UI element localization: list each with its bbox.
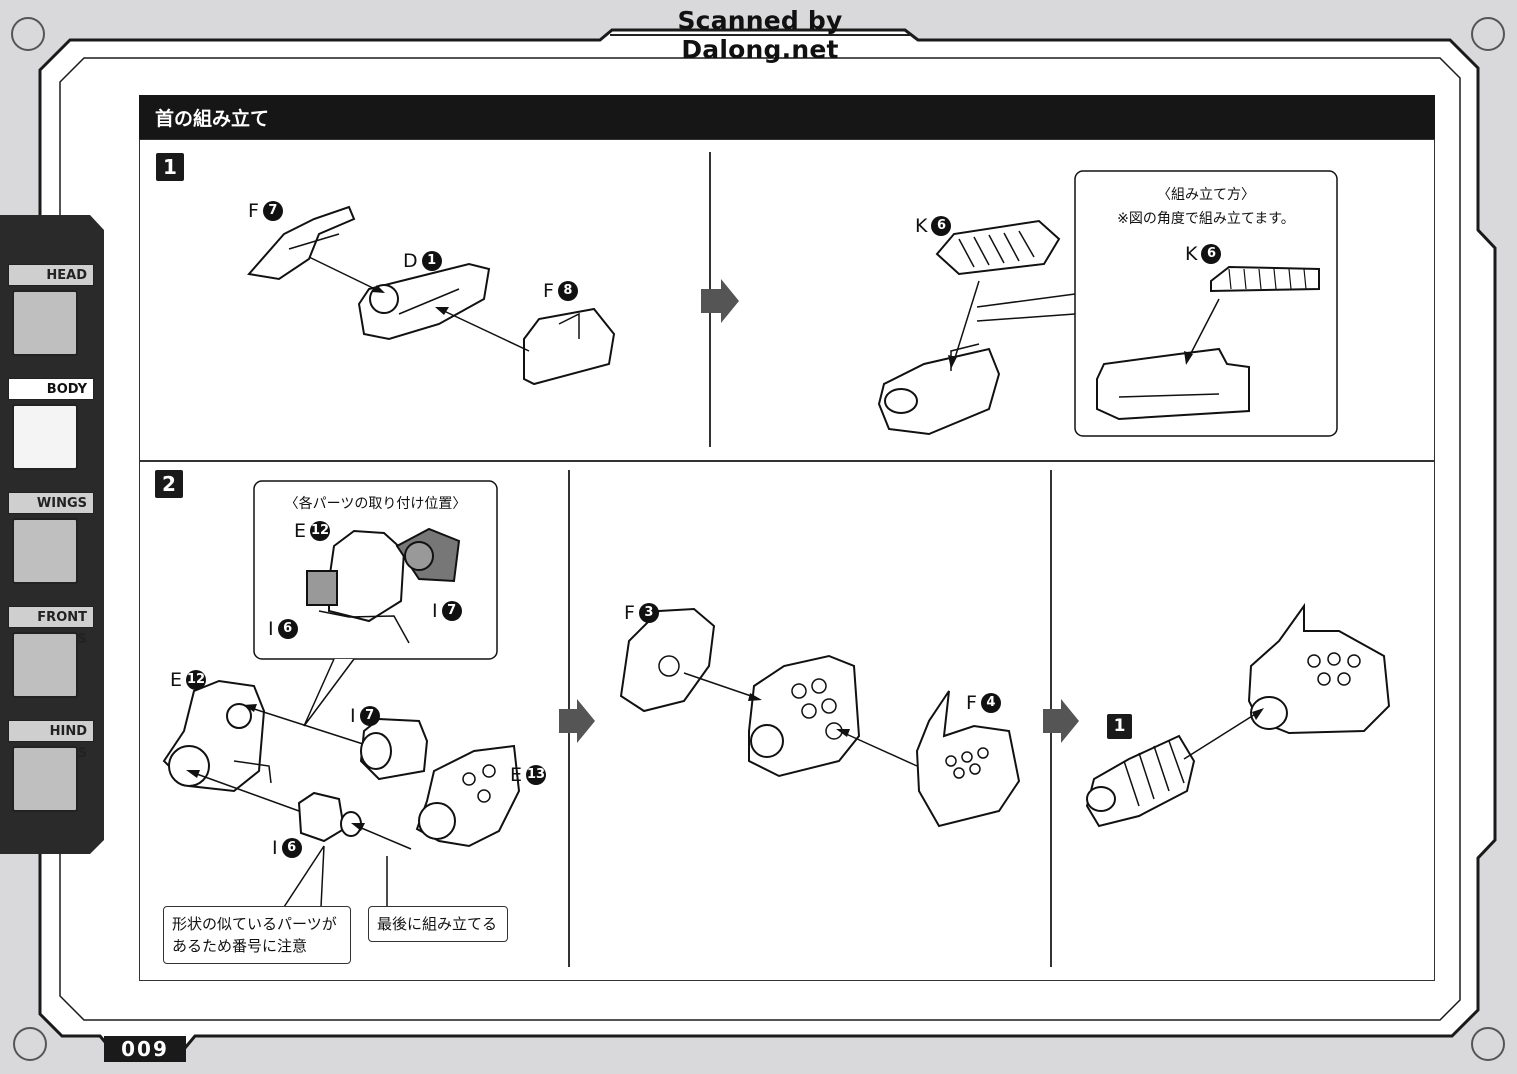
part-letter: E (294, 520, 307, 542)
step1-label-k6: K 6 (915, 215, 952, 237)
part-number: 6 (281, 838, 302, 858)
nav-tab-body[interactable]: BODY (8, 378, 94, 400)
step1-number: 1 (156, 153, 184, 181)
part-number: 1 (421, 251, 442, 271)
step2-number: 2 (155, 470, 183, 498)
part-letter: F (248, 200, 259, 222)
step2-label-e12-inset: E 12 (294, 520, 331, 542)
step1-callout-note: ※図の角度で組み立てます。 (1117, 211, 1295, 227)
section-title: 首の組み立て (155, 108, 270, 130)
step2-label-i6-inset: I 6 (268, 618, 298, 640)
step1-callout-title: 〈組み立て方〉 (1157, 187, 1255, 203)
step2-label-f4: F 4 (966, 692, 1001, 714)
part-letter: K (1185, 243, 1198, 265)
note-line-1: 形状の似ているパーツが (172, 915, 337, 933)
nav-thumb-wings[interactable] (12, 518, 78, 584)
part-letter: I (350, 705, 356, 727)
step2-note-assemble-last: 最後に組み立てる (368, 906, 508, 942)
step2-label-e12: E 12 (170, 669, 207, 691)
step2-label-i7-inset: I 7 (432, 600, 462, 622)
part-letter: F (624, 602, 635, 624)
part-letter: I (268, 618, 274, 640)
nav-tab-head[interactable]: HEAD (8, 264, 94, 286)
part-number: 12 (186, 670, 207, 690)
part-number: 12 (310, 521, 331, 541)
step2-label-f3: F 3 (624, 602, 659, 624)
nav-tab-wings[interactable]: WINGS (8, 492, 94, 514)
part-number: 6 (1201, 244, 1222, 264)
nav-tab-hind-legs[interactable]: HIND LEGS (8, 720, 94, 761)
part-number: 6 (931, 216, 952, 236)
nav-thumb-front-legs[interactable] (12, 632, 78, 698)
step1-label-f7: F 7 (248, 200, 283, 222)
nav-thumb-body[interactable] (12, 404, 78, 470)
part-number: 7 (359, 706, 380, 726)
watermark-text: Scanned by Dalong.net (677, 6, 843, 64)
step1-label-d1: D 1 (403, 250, 442, 272)
step2-drawing (162, 480, 1391, 908)
part-number: 7 (441, 601, 462, 621)
step2-final-ref: 1 (1107, 714, 1132, 739)
part-number: 8 (557, 281, 578, 301)
step2-label-i6: I 6 (272, 837, 302, 859)
part-letter: K (915, 215, 928, 237)
part-letter: I (432, 600, 438, 622)
step1-drawing (247, 170, 1338, 437)
nav-thumb-head[interactable] (12, 290, 78, 356)
part-letter: F (966, 692, 977, 714)
part-number: 6 (277, 619, 298, 639)
part-number: 3 (638, 603, 659, 623)
step1-label-f8: F 8 (543, 280, 578, 302)
watermark-underline (610, 34, 910, 36)
step1-label-k6-callout: K 6 (1185, 243, 1222, 265)
part-letter: D (403, 250, 418, 272)
page-number: 009 (104, 1036, 186, 1062)
step2-label-i7: I 7 (350, 705, 380, 727)
nav-thumb-hind-legs[interactable] (12, 746, 78, 812)
step2-callout-title: 〈各パーツの取り付け位置〉 (284, 496, 467, 512)
part-number: 7 (262, 201, 283, 221)
part-letter: E (510, 764, 523, 786)
part-number: 13 (526, 765, 547, 785)
section-title-bar: 首の組み立て (139, 95, 1435, 139)
note-line-2: あるため番号に注意 (172, 937, 308, 955)
part-letter: F (543, 280, 554, 302)
step2-note-similar-parts: 形状の似ているパーツが あるため番号に注意 (163, 906, 351, 964)
nav-tab-front-legs[interactable]: FRONT LEGS (8, 606, 94, 647)
part-letter: E (170, 669, 183, 691)
part-letter: I (272, 837, 278, 859)
part-number: 4 (980, 693, 1001, 713)
step2-label-e13: E 13 (510, 764, 547, 786)
